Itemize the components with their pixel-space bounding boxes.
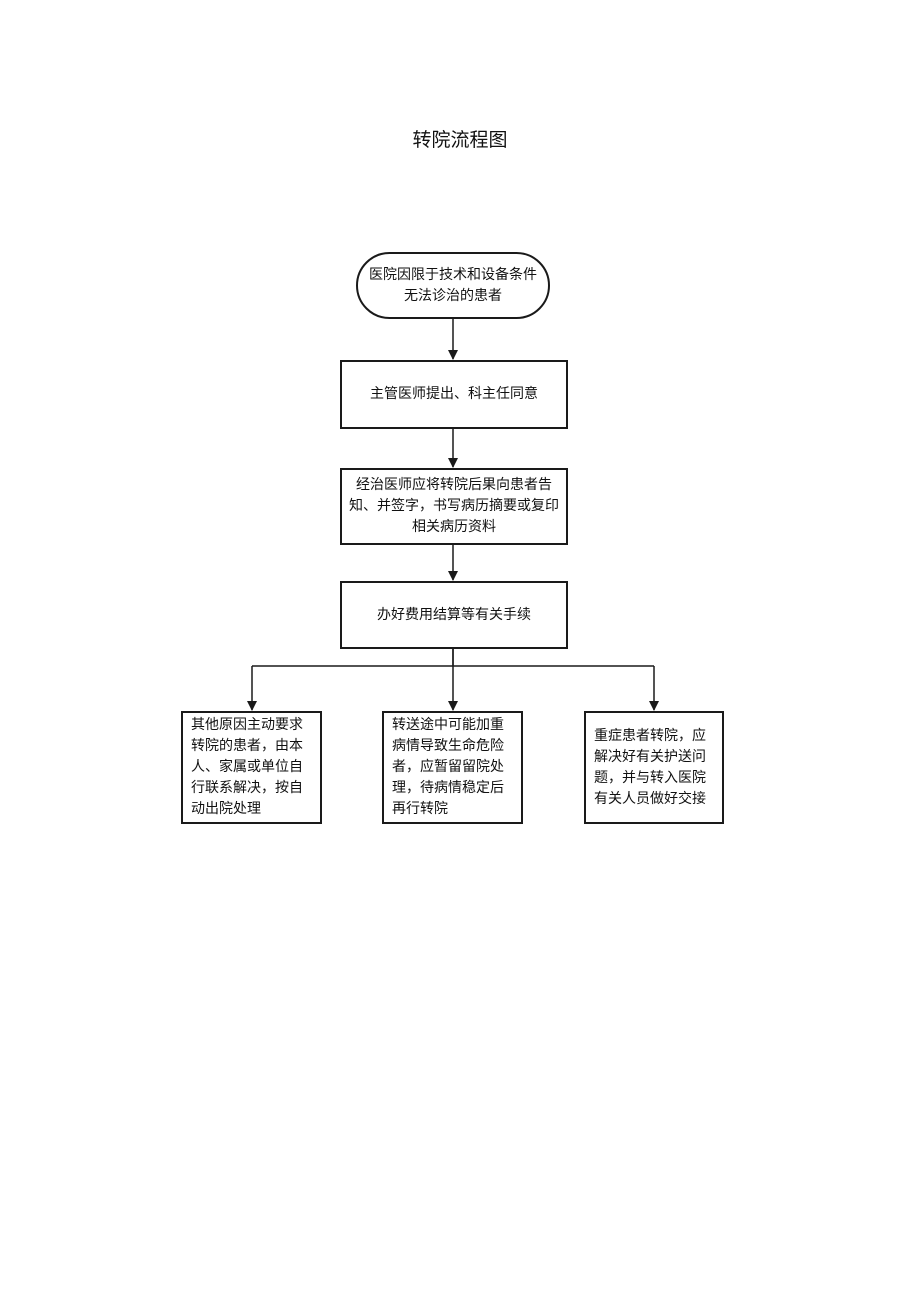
flow-node-step3: 办好费用结算等有关手续 bbox=[340, 581, 568, 649]
flow-node-step2-label: 经治医师应将转院后果向患者告知、并签字，书写病历摘要或复印相关病历资料 bbox=[349, 477, 559, 535]
flow-node-step3-label: 办好费用结算等有关手续 bbox=[377, 606, 531, 623]
flow-node-step1-label: 主管医师提出、科主任同意 bbox=[370, 386, 538, 402]
flow-node-step1: 主管医师提出、科主任同意 bbox=[340, 360, 568, 429]
flow-node-branch-left: 其他原因主动要求转院的患者，由本人、家属或单位自行联系解决，按自动出院处理 bbox=[181, 711, 322, 824]
flow-node-branch-right-label: 重症患者转院，应解决好有关护送问题，并与转入医院有关人员做好交接 bbox=[594, 727, 706, 807]
flow-node-step2: 经治医师应将转院后果向患者告知、并签字，书写病历摘要或复印相关病历资料 bbox=[340, 468, 568, 545]
flow-node-branch-left-label: 其他原因主动要求转院的患者，由本人、家属或单位自行联系解决，按自动出院处理 bbox=[191, 717, 303, 817]
flow-node-branch-right: 重症患者转院，应解决好有关护送问题，并与转入医院有关人员做好交接 bbox=[584, 711, 724, 824]
flow-node-branch-middle-label: 转送途中可能加重病情导致生命危险者，应暂留留院处理，待病情稳定后再行转院 bbox=[392, 717, 504, 817]
flow-node-start-label: 医院因限于技术和设备条件无法诊治的患者 bbox=[369, 266, 537, 304]
page-title: 转院流程图 bbox=[412, 129, 508, 151]
flow-node-start: 医院因限于技术和设备条件无法诊治的患者 bbox=[356, 252, 550, 319]
flow-node-branch-middle: 转送途中可能加重病情导致生命危险者，应暂留留院处理，待病情稳定后再行转院 bbox=[382, 711, 523, 824]
